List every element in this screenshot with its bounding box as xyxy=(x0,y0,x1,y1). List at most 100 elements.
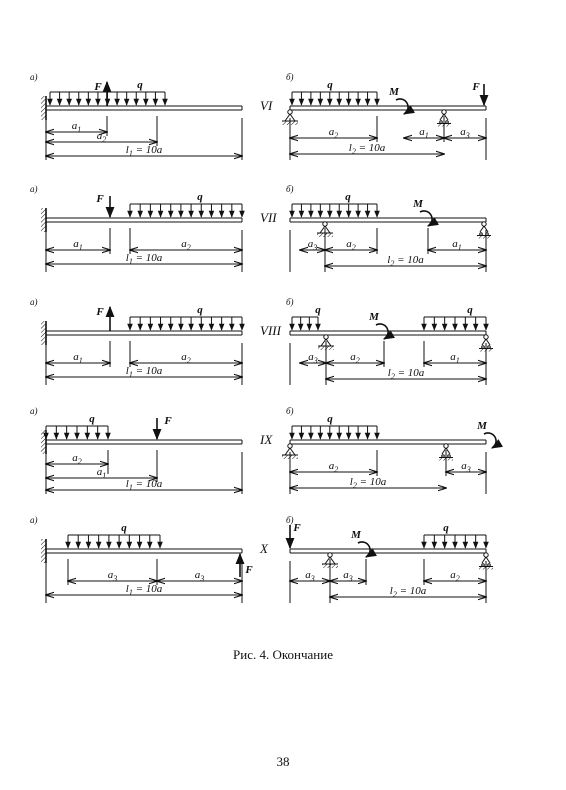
fixed-wall-hatch xyxy=(41,96,46,120)
variant-tag-a: а) xyxy=(30,297,38,307)
variant-number: IX xyxy=(259,432,273,447)
dimension-label: a2 xyxy=(72,452,82,466)
pin-support-leg xyxy=(284,113,291,122)
roller-wheel xyxy=(481,563,485,567)
roller-leg xyxy=(439,113,445,121)
dimension-label: a2 xyxy=(346,238,356,252)
dimension-label: a1 xyxy=(97,466,107,480)
pin-support-leg xyxy=(284,447,291,456)
dimension-label: l1 = 10a xyxy=(126,252,163,266)
roller-support xyxy=(483,552,489,558)
moment-arrow xyxy=(395,98,415,115)
variant-tag-b: б) xyxy=(286,406,294,416)
dimension-label: a2 xyxy=(329,126,339,140)
roller-leg xyxy=(485,556,491,564)
variant-tag-a: а) xyxy=(30,406,38,416)
roller-wheel xyxy=(481,345,485,349)
dimension-label: a3 xyxy=(343,569,353,583)
load-label-q: q xyxy=(315,304,321,316)
moment-label-M: M xyxy=(388,86,400,98)
force-label-F: F xyxy=(95,306,104,318)
moment-label-M: M xyxy=(368,311,380,323)
force-label-F: F xyxy=(93,81,102,93)
pin-support xyxy=(287,109,293,115)
force-label-F: F xyxy=(163,415,172,427)
dimension-label: l2 = 10a xyxy=(390,585,427,599)
moment-arrow xyxy=(357,541,377,558)
load-label-q: q xyxy=(327,79,333,91)
roller-wheel xyxy=(441,454,445,458)
roller-support xyxy=(443,443,449,449)
load-label-q: q xyxy=(443,522,449,534)
fixed-wall-hatch xyxy=(41,208,46,232)
moment-label-M: M xyxy=(350,529,362,541)
variant-tag-b: б) xyxy=(286,297,294,307)
dimension-label: a3 xyxy=(460,126,470,140)
force-label-F: F xyxy=(95,193,104,205)
pin-support xyxy=(323,334,329,340)
roller-wheel xyxy=(479,232,483,236)
variant-number: VII xyxy=(260,210,277,225)
dimension-label: l2 = 10a xyxy=(387,254,424,268)
variant-tag-a: а) xyxy=(30,515,38,525)
variant-tag-b: б) xyxy=(286,184,294,194)
variant-tag-b: б) xyxy=(286,515,294,525)
roller-leg xyxy=(485,338,491,346)
fixed-wall-hatch xyxy=(41,321,46,345)
roller-wheel xyxy=(485,232,489,236)
dimension-label: l2 = 10a xyxy=(388,367,425,381)
force-label-F: F xyxy=(244,564,253,576)
pin-support xyxy=(327,552,333,558)
ground-hatch xyxy=(282,455,298,459)
load-label-q: q xyxy=(327,413,333,425)
load-label-q: q xyxy=(89,413,95,425)
load-label-q: q xyxy=(197,304,203,316)
dimension-label: a3 xyxy=(195,569,205,583)
roller-wheel xyxy=(445,120,449,124)
roller-support xyxy=(441,109,447,115)
dimension-label: a2 xyxy=(329,460,339,474)
fixed-wall-hatch xyxy=(41,539,46,563)
roller-wheel xyxy=(447,454,451,458)
dimension-label: a1 xyxy=(452,238,462,252)
dimension-label: l1 = 10a xyxy=(126,478,163,492)
page-number: 38 xyxy=(276,754,290,769)
roller-leg xyxy=(441,447,447,455)
pin-support-leg xyxy=(324,225,331,234)
load-label-q: q xyxy=(345,191,351,203)
pin-support-leg xyxy=(320,338,327,347)
moment-arrow xyxy=(483,432,503,449)
dimension-label: a3 xyxy=(308,238,318,252)
roller-support xyxy=(481,221,487,227)
moment-arrow xyxy=(375,323,395,340)
ground-hatch xyxy=(477,235,491,239)
roller-leg xyxy=(479,225,485,233)
dimension-label: a2 xyxy=(97,130,107,144)
pin-support xyxy=(287,443,293,449)
pin-support-leg xyxy=(329,556,336,565)
roller-leg xyxy=(445,447,451,455)
roller-support xyxy=(483,334,489,340)
load-label-q: q xyxy=(121,522,127,534)
dimension-label: a2 xyxy=(450,569,460,583)
variant-number: VIII xyxy=(260,323,282,338)
pin-support-leg xyxy=(289,447,296,456)
dimension-label: a3 xyxy=(305,569,315,583)
moment-arrow xyxy=(419,210,439,227)
force-label-F: F xyxy=(292,522,301,534)
load-label-q: q xyxy=(467,304,473,316)
dimension-label: a3 xyxy=(308,351,318,365)
dimension-label: a2 xyxy=(350,351,360,365)
load-label-q: q xyxy=(197,191,203,203)
roller-leg xyxy=(483,225,489,233)
dimension-label: a1 xyxy=(450,351,460,365)
roller-leg xyxy=(481,556,487,564)
pin-support-leg xyxy=(325,338,332,347)
pin-support-leg xyxy=(324,556,331,565)
roller-leg xyxy=(443,113,449,121)
